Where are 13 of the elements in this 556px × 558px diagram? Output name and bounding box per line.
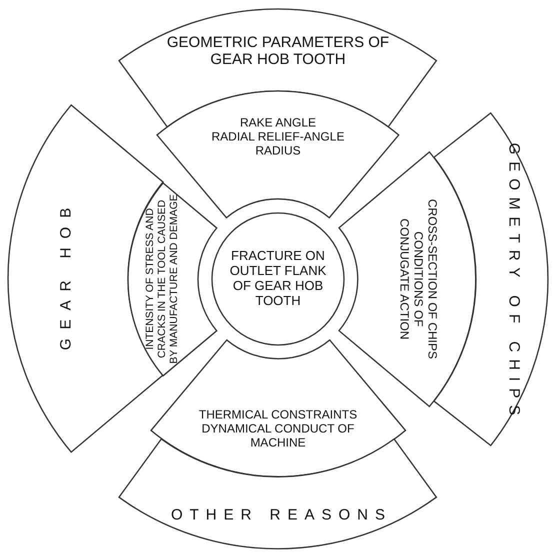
sector-label: RADIUS xyxy=(255,144,301,158)
sector-label: CONDITIONS OF CONJUGATE ACTION xyxy=(397,217,425,342)
sector-label: OTHER REASONS xyxy=(170,506,392,524)
sector-label: GEOMETRIC PARAMETERS OF GEAR HOB TOOTH xyxy=(166,34,390,68)
sector-label: DYNAMICAL CONDUCT OF MACHINE xyxy=(200,422,356,450)
sector-label: RAKE ANGLE xyxy=(240,116,316,130)
sector-label: CROSS-SECTION OF CHIPS xyxy=(424,198,439,359)
sector-label: RADIAL RELIEF-ANGLE xyxy=(212,130,344,144)
sector-label: INTENSITY OF STRESS AND CRACKS IN THE TOOL CAUSED BY MANUFACTURE AND DEMAGE xyxy=(144,194,180,364)
sector-label: GEOMETRY OF CHIPS xyxy=(505,142,523,422)
center-label: FRACTURE ON OUTLET FLANK OF GEAR HOB TOOTH xyxy=(228,249,328,309)
sector-label: THERMICAL CONSTRAINTS xyxy=(198,408,358,422)
sector-label: GEAR HOB xyxy=(57,198,75,350)
